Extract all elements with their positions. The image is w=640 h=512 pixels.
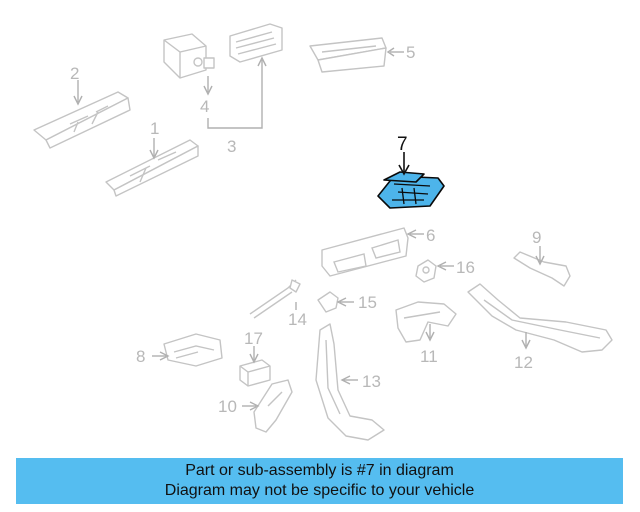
part-3-center-vent: 3 (207, 23, 283, 156)
callout-11: 11 (420, 347, 438, 366)
callout-8: 8 (136, 347, 145, 366)
callout-2: 2 (70, 64, 79, 83)
part-12-rear-duct: 12 (467, 283, 613, 372)
part-4-actuator: 4 (163, 33, 215, 116)
part-9-bracket: 9 (513, 228, 571, 287)
callout-17: 17 (244, 329, 263, 348)
part-10-bracket: 10 (218, 379, 293, 433)
callout-15: 15 (358, 293, 377, 312)
part-6-vent-assembly: 6 (321, 226, 435, 277)
banner-line-2: Diagram may not be specific to your vehi… (164, 482, 475, 499)
callout-5: 5 (406, 43, 415, 62)
callout-12: 12 (514, 353, 533, 372)
callout-16: 16 (456, 258, 475, 277)
callout-10: 10 (218, 397, 237, 416)
part-1-duct: 1 (105, 119, 199, 197)
part-7-highlighted-duct[interactable]: 7 (377, 134, 445, 209)
banner-line-1: Part or sub-assembly is #7 in diagram (185, 462, 454, 479)
part-14-rod: 14 (249, 279, 307, 329)
part-11-duct-elbow: 11 (395, 301, 457, 366)
part-16-clip: 16 (415, 258, 475, 283)
callout-7: 7 (397, 134, 408, 155)
callout-14: 14 (288, 310, 307, 329)
callout-1: 1 (150, 119, 159, 138)
info-banner: Part or sub-assembly is #7 in diagram Di… (16, 458, 623, 504)
part-5-side-vent: 5 (309, 37, 415, 73)
part-15-sensor: 15 (317, 291, 377, 313)
callout-3: 3 (227, 137, 236, 156)
callout-9: 9 (532, 228, 541, 247)
part-13-vertical-duct: 13 (315, 323, 385, 441)
part-8-outlet-vent: 8 (136, 333, 223, 367)
part-17-block: 17 (239, 329, 271, 387)
callout-13: 13 (362, 372, 381, 391)
callout-4: 4 (200, 97, 209, 116)
callout-6: 6 (426, 226, 435, 245)
part-2-defroster-duct: 2 (33, 64, 131, 149)
